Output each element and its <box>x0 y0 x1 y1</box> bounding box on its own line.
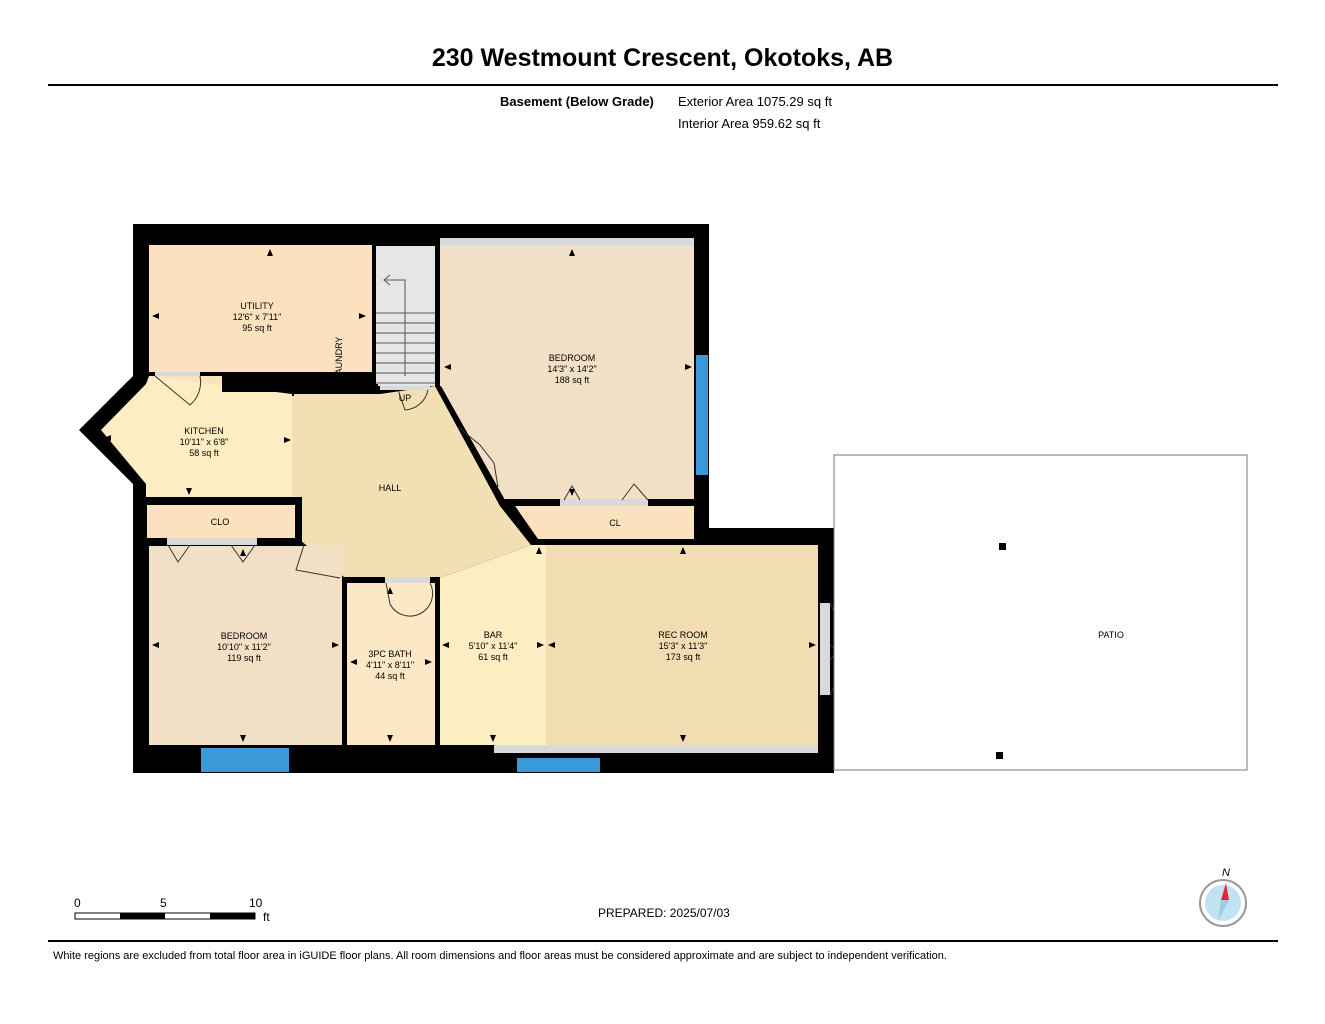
bath-dims: 4'11" x 8'11" <box>366 660 414 670</box>
scale-label-5: 5 <box>160 896 167 910</box>
floor-label: Basement (Below Grade) <box>500 94 654 109</box>
kitchen-area: 58 sq ft <box>189 448 219 458</box>
compass-label: N <box>1222 867 1230 879</box>
windows <box>201 355 708 772</box>
bar-area: 61 sq ft <box>478 652 508 662</box>
bath-area: 44 sq ft <box>375 671 405 681</box>
clo-label: CLO <box>211 517 230 527</box>
kitchen-label: KITCHEN <box>184 426 224 436</box>
bedroom-left-dims: 10'10" x 11'2" <box>217 642 271 652</box>
bedroom-top-area: 188 sq ft <box>555 375 590 385</box>
patio-post <box>996 752 1003 759</box>
bar-room <box>440 545 546 745</box>
plan-title: 230 Westmount Crescent, Okotoks, AB <box>431 44 894 72</box>
hall-label: HALL <box>379 483 402 493</box>
patio-post <box>999 543 1006 550</box>
patio <box>833 454 1248 771</box>
cl-label: CL <box>609 518 621 528</box>
openings <box>155 238 830 753</box>
kitchen-room <box>101 376 292 497</box>
rec-room-dims: 15'3" x 11'3" <box>659 641 708 651</box>
utility-room <box>149 245 372 372</box>
stairs-label: UP <box>399 393 412 403</box>
utility-area: 95 sq ft <box>242 323 272 333</box>
footer-divider <box>48 940 1278 942</box>
bar-label: BAR <box>484 630 503 640</box>
rec-room <box>546 545 818 745</box>
compass-icon: N <box>1199 867 1247 927</box>
title-divider <box>48 84 1278 86</box>
bedroom-left-area: 119 sq ft <box>227 653 261 663</box>
kitchen-dims: 10'11" x 6'8" <box>180 437 229 447</box>
scale-bar: 0 5 10 ft <box>74 896 270 924</box>
interior-area: Interior Area 959.62 sq ft <box>678 116 821 131</box>
laundry-label: LAUNDRY <box>334 337 344 380</box>
bedroom-top-room <box>440 246 694 499</box>
bath-room <box>347 583 435 745</box>
scale-label-0: 0 <box>74 896 81 910</box>
bar-dims: 5'10" x 11'4" <box>469 641 518 651</box>
prepared-date: PREPARED: 2025/07/03 <box>598 906 730 920</box>
hall-room <box>292 386 531 578</box>
disclaimer: White regions are excluded from total fl… <box>53 950 947 962</box>
cl-room <box>515 506 694 539</box>
bedroom-left-room <box>149 546 342 745</box>
rec-room-label: REC ROOM <box>658 630 708 640</box>
utility-dims: 12'6" x 7'11" <box>233 312 282 322</box>
patio-label: PATIO <box>1098 630 1124 640</box>
rec-room-area: 173 sq ft <box>666 652 701 662</box>
bedroom-top-dims: 14'3" x 14'2" <box>547 364 596 374</box>
dimension-arrows <box>104 249 816 742</box>
exterior-area: Exterior Area 1075.29 sq ft <box>678 94 832 109</box>
scale-label-10: 10 <box>249 896 263 910</box>
scale-unit: ft <box>263 910 270 924</box>
bedroom-left-label: BEDROOM <box>221 631 268 641</box>
stair-treads <box>376 274 435 384</box>
utility-label: UTILITY <box>240 301 274 311</box>
bedroom-top-label: BEDROOM <box>549 353 596 363</box>
bath-label: 3PC BATH <box>368 649 411 659</box>
clo-room <box>147 505 295 538</box>
